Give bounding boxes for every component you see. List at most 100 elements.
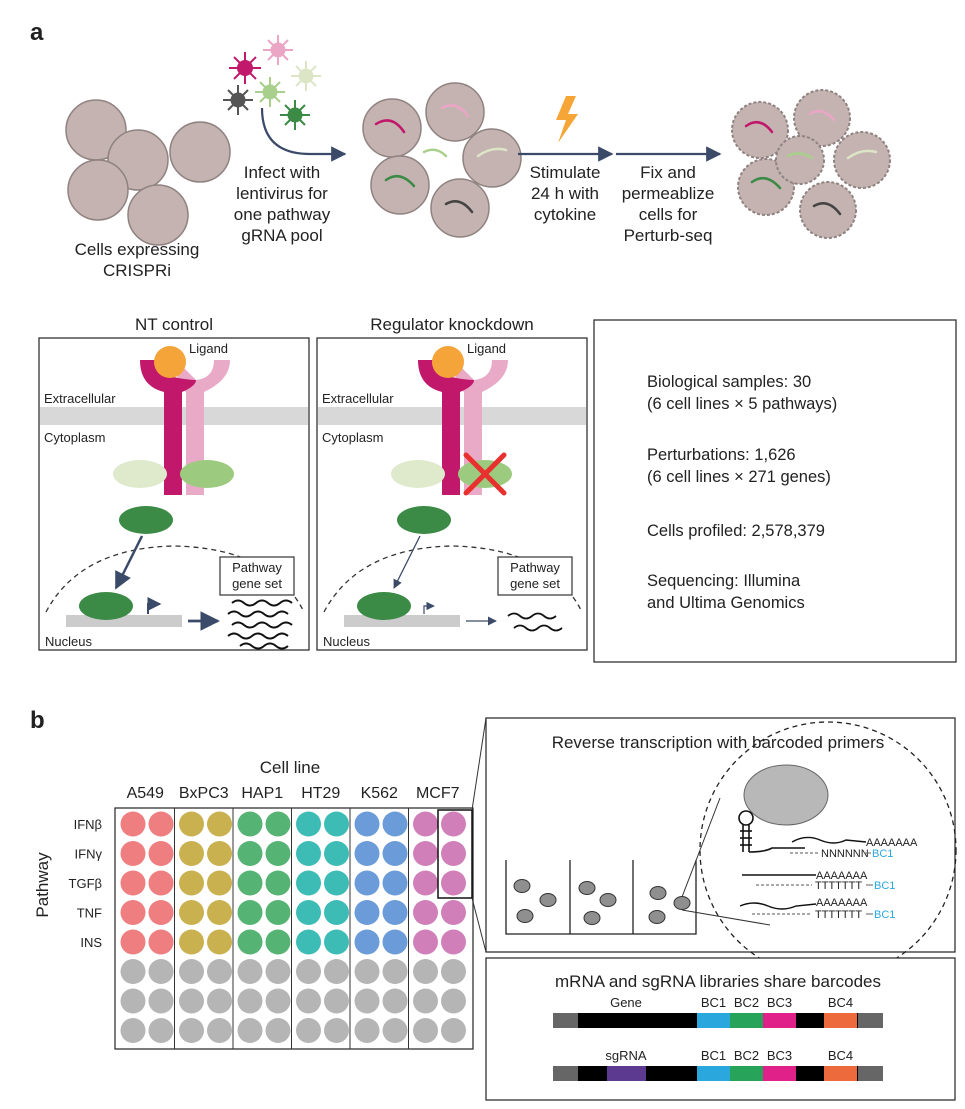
cell (462, 128, 522, 188)
receptor-pink (454, 360, 508, 495)
panel-b-label: b (30, 707, 45, 734)
dna (344, 615, 460, 627)
cell-line-label: A549 (127, 785, 164, 802)
barcode-label: BC4 (828, 1048, 853, 1063)
well (237, 870, 263, 896)
cell (833, 131, 891, 189)
barcode-segment (763, 1013, 796, 1028)
well (120, 1018, 146, 1043)
well (120, 811, 146, 837)
well (207, 900, 232, 925)
fixed-cells (731, 89, 891, 239)
grna-strand (422, 148, 448, 158)
well (237, 959, 263, 984)
lentivirus-group (223, 35, 321, 130)
well (120, 929, 146, 955)
pathway-label: IFNβ (74, 817, 102, 832)
nucleus-label: Nucleus (323, 634, 370, 649)
well (413, 811, 438, 837)
connector-line (471, 717, 487, 811)
well (207, 988, 232, 1014)
pathway-label: TNF (77, 906, 102, 921)
primer-seq-2: TTTTTTT (815, 880, 862, 892)
stat-samples-detail: (6 cell lines × 5 pathways) (647, 395, 837, 413)
cell (169, 121, 231, 183)
adapter (858, 1013, 883, 1028)
primer-bc-3: BC1 (874, 909, 895, 921)
adapter (858, 1066, 883, 1081)
well (179, 841, 204, 866)
stat-perturbations: Perturbations: 1,626 (647, 446, 796, 464)
cell-line-label: HT29 (301, 785, 340, 802)
stats-box: Biological samples: 30 (6 cell lines × 5… (593, 319, 957, 663)
tf-bound (79, 592, 133, 620)
well (265, 811, 291, 837)
well (413, 988, 438, 1014)
well (354, 959, 380, 984)
well (382, 811, 408, 837)
well (179, 1018, 204, 1043)
nt-control-panel: NT control Extracellular Cytoplasm Ligan… (38, 315, 310, 651)
barcode-label: BC1 (701, 995, 726, 1010)
well (441, 841, 466, 866)
signal-arrow (114, 535, 144, 590)
barcode-label: BC4 (828, 995, 853, 1010)
well (265, 959, 291, 984)
well (296, 811, 321, 837)
well (265, 841, 291, 866)
cell-line-title: Cell line (260, 758, 320, 777)
adaptor-light (113, 460, 167, 488)
rt-panel: Reverse transcription with barcoded prim… (485, 717, 957, 979)
insert-label: Gene (610, 995, 642, 1010)
receptor-magenta (140, 360, 196, 495)
well (120, 988, 146, 1014)
well (237, 900, 263, 925)
well (324, 929, 349, 955)
bead (743, 764, 829, 826)
cell (127, 184, 189, 246)
stat-perturbations-detail: (6 cell lines × 271 genes) (647, 468, 831, 486)
insert-label: sgRNA (605, 1048, 647, 1063)
cell-line-label: K562 (361, 785, 398, 802)
virus-icon (255, 77, 285, 107)
virus-icon (280, 100, 310, 130)
infect-label-line-1: Infect with (244, 163, 321, 182)
zoom-line (681, 797, 721, 898)
ligand-label: Ligand (467, 341, 506, 356)
well (382, 1018, 408, 1043)
crispri-cells (65, 99, 231, 246)
pathway-title: Pathway (33, 852, 52, 918)
grna-strand (374, 119, 406, 134)
grna-strand (808, 109, 836, 122)
insert-segment (607, 1013, 646, 1028)
extracellular-label: Extracellular (322, 391, 394, 406)
well (179, 900, 204, 925)
barcode-label: BC2 (734, 1048, 759, 1063)
well (382, 988, 408, 1014)
stat-sequencing-detail: and Ultima Genomics (647, 594, 805, 612)
well (237, 929, 263, 955)
well (237, 841, 263, 866)
stimulate-label-line-3: cytokine (534, 205, 596, 224)
well (265, 929, 291, 955)
adaptor-light (391, 460, 445, 488)
well (207, 811, 232, 837)
gene-set-label-2: gene set (232, 576, 282, 591)
well (413, 841, 438, 866)
infect-arrow (260, 107, 347, 162)
pathway-label: INS (80, 935, 102, 950)
grna-strand (786, 152, 814, 160)
well-plate (114, 807, 474, 1050)
well (296, 841, 321, 866)
gene-set-label-2: gene set (510, 576, 560, 591)
primer-bc-1: BC1 (872, 848, 893, 860)
infect-label-line-3: one pathway (234, 205, 331, 224)
barcode-label: BC3 (767, 1048, 792, 1063)
grna-strand (384, 174, 416, 188)
barcode-segment (697, 1013, 730, 1028)
well (265, 870, 291, 896)
mrna-transcripts (507, 612, 563, 632)
